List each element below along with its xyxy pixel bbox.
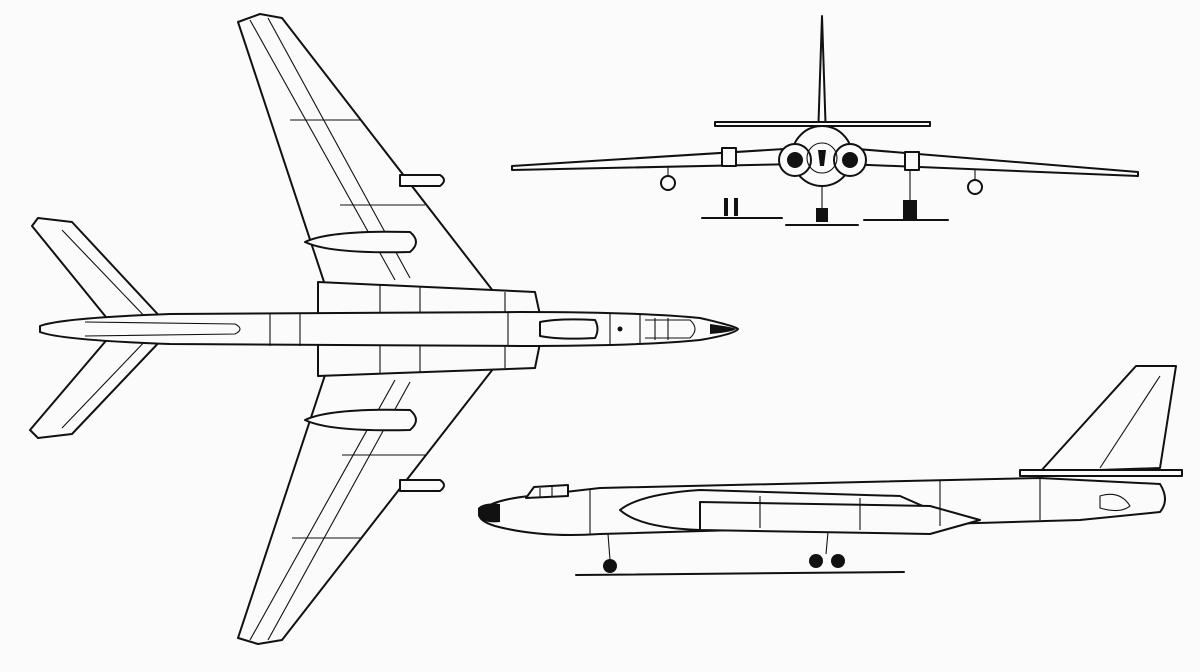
plan-view xyxy=(29,13,739,645)
front-wing-left xyxy=(511,147,801,171)
side-nose-glazing xyxy=(478,503,500,523)
plan-tailplane xyxy=(29,217,166,439)
front-wing-right xyxy=(844,147,1139,177)
front-tailplane xyxy=(714,121,931,127)
front-landing-gear xyxy=(701,170,949,226)
plan-wing-lower xyxy=(237,359,501,645)
plan-wing-upper xyxy=(237,13,501,301)
plan-fuselage xyxy=(39,311,739,347)
plan-cockpit-nose xyxy=(539,318,736,340)
front-fin xyxy=(817,15,827,139)
side-canopy xyxy=(525,484,569,499)
plan-wing-pods xyxy=(304,174,445,492)
side-tailplane xyxy=(1019,469,1183,477)
front-fuselage-engines xyxy=(778,125,867,187)
side-engine-wing xyxy=(619,489,981,535)
side-landing-gear xyxy=(575,531,905,576)
side-view xyxy=(478,365,1183,576)
front-view xyxy=(511,15,1139,226)
front-pods xyxy=(660,147,983,195)
